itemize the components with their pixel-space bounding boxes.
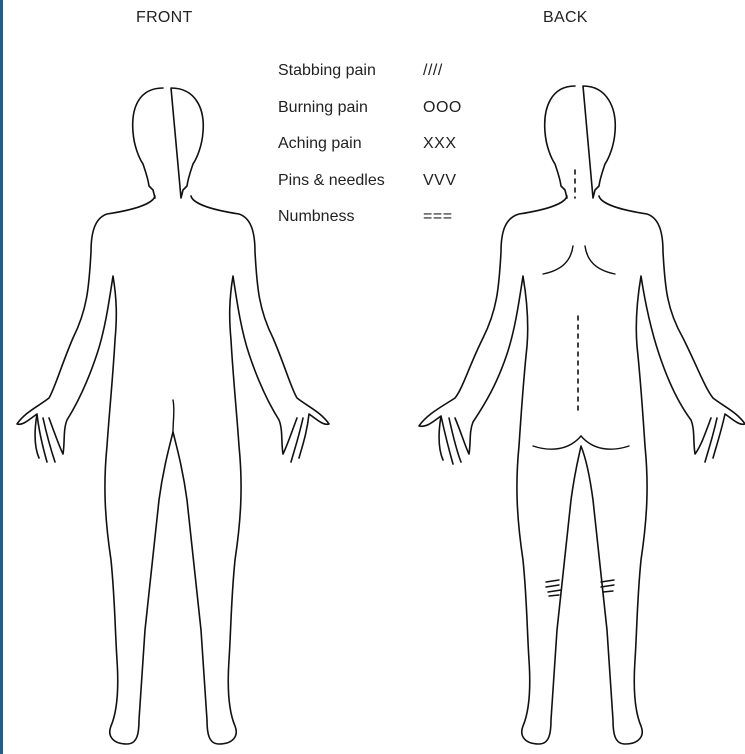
numbness-marks[interactable] [3,0,745,754]
numbness-mark-right-knee [601,580,614,592]
numbness-mark-left-knee [546,580,561,596]
